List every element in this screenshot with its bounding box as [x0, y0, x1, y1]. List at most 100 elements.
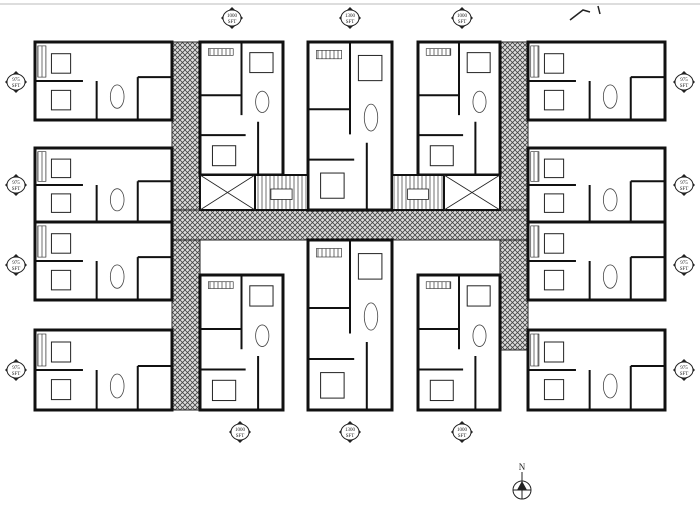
bed-icon	[211, 145, 237, 167]
bed-icon	[543, 269, 565, 291]
dining-table-icon	[255, 90, 270, 113]
bed-icon	[320, 172, 345, 199]
bed-icon	[543, 341, 565, 363]
badge-unit: SFT	[12, 267, 21, 272]
bed-icon	[543, 379, 565, 401]
bed-icon	[50, 53, 72, 74]
apartment-unit	[526, 220, 667, 302]
badge-unit: SFT	[680, 267, 689, 272]
balcony	[530, 45, 540, 78]
balcony	[37, 225, 47, 258]
bed-icon	[50, 269, 72, 291]
badge-unit: SFT	[680, 187, 689, 192]
apartment-unit	[198, 40, 285, 177]
bed-icon	[543, 233, 565, 254]
apartment-unit	[416, 273, 502, 412]
apartment-unit	[198, 273, 285, 412]
badge-unit: SFT	[236, 434, 245, 439]
badge-value: 975	[12, 78, 20, 83]
north-label: N	[519, 462, 526, 472]
badge-value: 975	[12, 261, 20, 266]
apartment-unit	[33, 146, 174, 224]
bed-icon	[543, 193, 565, 213]
apartment-units	[33, 40, 667, 412]
badge-unit: SFT	[228, 20, 237, 25]
balcony	[208, 281, 234, 289]
badge-unit: SFT	[680, 372, 689, 377]
dining-table-icon	[109, 264, 125, 289]
badge-value: 1000	[457, 428, 468, 433]
balcony	[316, 248, 342, 258]
bed-icon	[543, 89, 565, 111]
badge-value: 1300	[345, 428, 356, 433]
badge-value: 975	[680, 261, 688, 266]
dining-table-icon	[602, 84, 618, 109]
bed-icon	[466, 285, 491, 307]
bed-icon	[357, 54, 383, 82]
north-arrow: N	[512, 462, 532, 500]
bed-icon	[50, 379, 72, 401]
badge-unit: SFT	[12, 372, 21, 377]
dining-table-icon	[472, 324, 487, 347]
dining-table-icon	[109, 188, 125, 212]
dining-table-icon	[363, 302, 379, 331]
balcony	[316, 50, 342, 60]
dining-table-icon	[255, 324, 270, 347]
bed-icon	[357, 253, 383, 280]
balcony	[530, 151, 540, 182]
badge-value: 975	[12, 181, 20, 186]
bed-icon	[249, 52, 274, 74]
apartment-unit	[526, 328, 667, 412]
bed-icon	[320, 372, 345, 399]
balcony	[37, 151, 47, 182]
apartment-unit	[306, 40, 394, 212]
bed-icon	[50, 158, 72, 179]
badge-unit: SFT	[458, 20, 467, 25]
dining-table-icon	[109, 84, 125, 109]
balcony	[425, 281, 452, 289]
corner-mark	[569, 5, 601, 21]
dining-table-icon	[602, 188, 618, 212]
dining-table-icon	[363, 103, 379, 132]
badge-value: 975	[680, 78, 688, 83]
badge-value: 975	[12, 366, 20, 371]
corridor-2	[171, 209, 529, 241]
apartment-unit	[416, 40, 502, 177]
bed-icon	[50, 341, 72, 363]
balcony	[530, 333, 540, 367]
bed-icon	[50, 233, 72, 254]
dining-table-icon	[602, 373, 618, 399]
balcony	[37, 333, 47, 367]
dining-table-icon	[472, 90, 487, 113]
apartment-unit	[33, 220, 174, 302]
badge-unit: SFT	[346, 20, 355, 25]
area-badges: 1000SFT1300SFT1000SFT1000SFT1300SFT1000S…	[5, 7, 695, 443]
lift-stair-cores	[199, 174, 501, 211]
apartment-unit	[526, 40, 667, 122]
bed-icon	[50, 193, 72, 213]
bed-icon	[466, 52, 491, 74]
dining-table-icon	[602, 264, 618, 289]
badge-value: 975	[680, 366, 688, 371]
bed-icon	[249, 285, 274, 307]
badge-value: 1000	[235, 428, 246, 433]
badge-value: 1300	[345, 14, 356, 19]
bed-icon	[429, 145, 454, 167]
dining-table-icon	[109, 373, 125, 399]
balcony	[37, 45, 47, 78]
apartment-unit	[33, 40, 174, 122]
balcony	[208, 48, 234, 56]
apartment-unit	[526, 146, 667, 224]
badge-unit: SFT	[346, 434, 355, 439]
bed-icon	[543, 158, 565, 179]
